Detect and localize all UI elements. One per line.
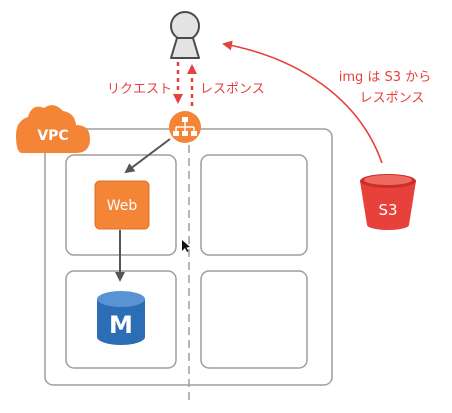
db-label: M	[109, 311, 133, 339]
subnet-top-right	[200, 154, 308, 256]
request-label: リクエスト	[107, 82, 172, 97]
s3-to-user-arrow	[222, 40, 383, 164]
rds-database-icon	[97, 291, 145, 345]
lb-to-web-arrow	[124, 138, 171, 174]
s3-note-line1: img は S3 から	[339, 70, 431, 85]
cloud-icon	[16, 105, 90, 153]
load-balancer-icon	[169, 111, 201, 143]
mouse-cursor-icon	[182, 240, 190, 252]
ec2-web-icon	[94, 180, 150, 230]
s3-bucket-icon	[360, 174, 416, 230]
response-label: レスポンス	[200, 82, 265, 97]
s3-label: S3	[378, 201, 397, 219]
s3-note-line2: レスポンス	[360, 91, 425, 106]
web-label: Web	[107, 198, 138, 214]
subnet-bottom-right	[200, 270, 308, 369]
user-icon	[170, 11, 200, 59]
vpc-label: VPC	[37, 128, 68, 144]
